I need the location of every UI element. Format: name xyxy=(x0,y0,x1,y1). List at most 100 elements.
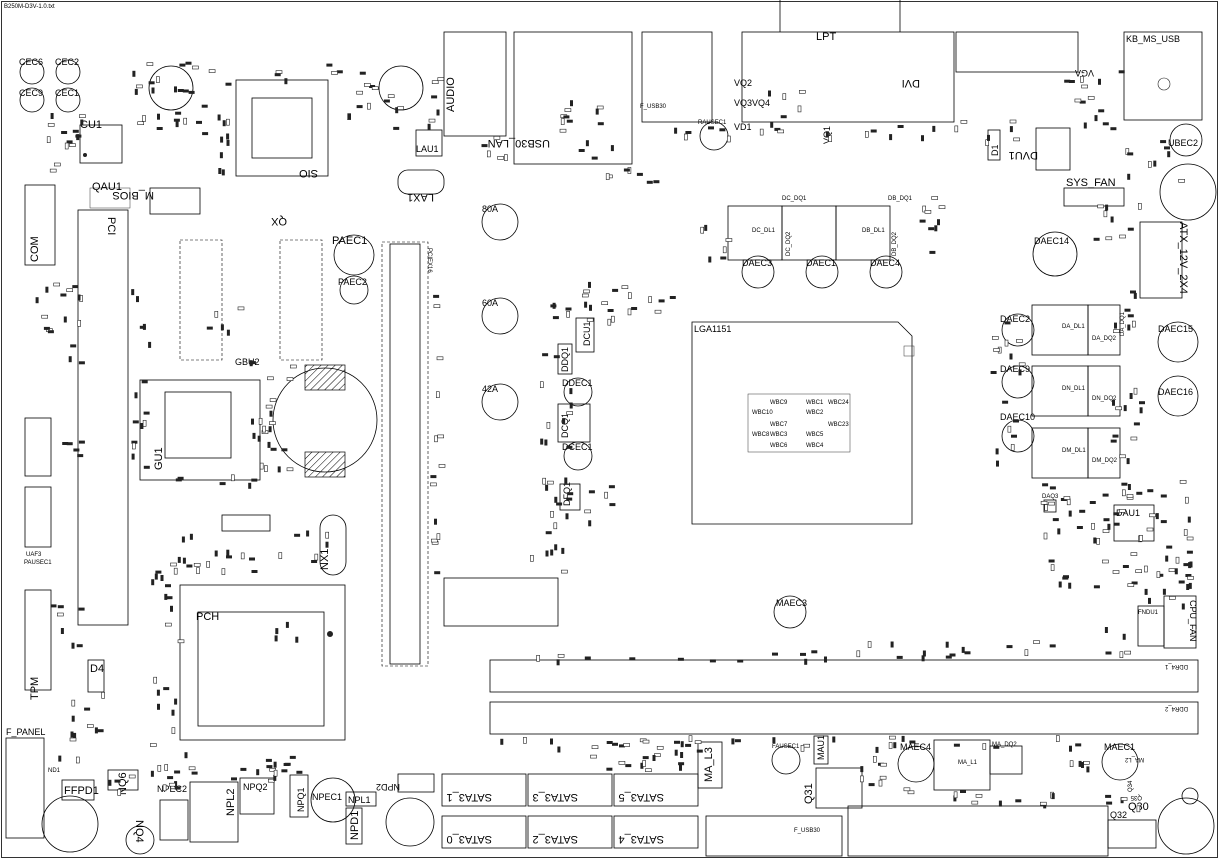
label-cec6: CEC6 xyxy=(19,57,43,67)
label-qx: QX xyxy=(270,215,287,227)
smd-footprint xyxy=(1093,585,1100,589)
smd-footprint xyxy=(157,703,160,710)
label-da-dl1: DA_DL1 xyxy=(1062,324,1085,330)
smd-footprint xyxy=(1178,580,1185,584)
paec-caps: PAEC1 PAEC2 xyxy=(332,234,375,305)
label-wbc2: WBC2 xyxy=(806,410,824,416)
smd-footprint xyxy=(359,71,366,75)
smd-footprint xyxy=(1148,161,1152,168)
smd-footprint xyxy=(878,779,883,787)
smd-footprint xyxy=(585,140,589,147)
smd-footprint xyxy=(1076,526,1083,529)
smd-footprint xyxy=(141,380,148,384)
smd-footprint xyxy=(1114,322,1117,329)
smd-footprint xyxy=(1119,651,1124,659)
smd-footprint xyxy=(901,735,905,742)
smd-footprint xyxy=(262,425,266,433)
smd-footprint xyxy=(285,621,289,628)
mbios-chip: M_BIOS xyxy=(112,187,201,215)
smd-footprint xyxy=(157,764,162,772)
smd-footprint xyxy=(1127,583,1135,587)
smd-footprint xyxy=(530,554,534,562)
smd-footprint xyxy=(1079,509,1086,513)
smd-footprint xyxy=(208,69,216,73)
label-dc-dl1: DC_DL1 xyxy=(752,228,776,234)
smd-footprint xyxy=(1169,596,1176,600)
label-ma-l1: MA_L1 xyxy=(958,760,978,766)
smd-footprint xyxy=(69,143,76,147)
vrm-right: DAEC14 DAEC2 DAEC15 DA_DL1 DA_DQ2 DA_DQ1… xyxy=(1000,231,1199,649)
label-daec10: DAEC10 xyxy=(1000,412,1035,422)
smd-footprint xyxy=(1011,434,1017,438)
smd-footprint xyxy=(924,210,932,214)
smd-footprint xyxy=(922,650,926,657)
smd-footprint xyxy=(275,628,279,635)
smd-footprint xyxy=(1042,483,1049,487)
vga-kb-connector: VGA KB_MS_USB xyxy=(955,31,1203,121)
smd-footprint xyxy=(1127,227,1134,231)
smd-footprint xyxy=(60,293,67,297)
smd-footprint xyxy=(219,152,223,159)
smd-footprint xyxy=(680,741,684,748)
label-atx: ATX_12V_2X4 xyxy=(1177,222,1189,294)
label-42a: 42A xyxy=(482,384,498,394)
smd-footprint xyxy=(768,90,771,97)
smd-footprint xyxy=(685,743,692,747)
label-dfq1: DFQ1 xyxy=(562,482,572,506)
smd-footprint xyxy=(220,136,224,143)
smd-footprint xyxy=(134,88,138,95)
smd-footprint xyxy=(1107,523,1111,530)
smd-footprint xyxy=(607,318,612,326)
usb30-lan-connector: USB30_LAN xyxy=(488,31,633,165)
label-mau1: MAU1 xyxy=(816,735,826,760)
smd-footprint xyxy=(677,657,684,661)
smd-footprint xyxy=(547,480,554,485)
smd-footprint xyxy=(774,127,781,131)
smd-footprint xyxy=(559,128,567,133)
smd-footprint xyxy=(151,579,155,586)
smd-footprint xyxy=(561,569,568,574)
smd-footprint xyxy=(43,326,50,330)
smd-footprint xyxy=(132,420,139,424)
smd-footprint xyxy=(363,83,371,87)
pch-chip: PCH xyxy=(179,584,346,741)
label-dn-dq2: DN_DQ2 xyxy=(1092,396,1117,402)
smd-footprint xyxy=(1174,568,1178,575)
label-q32: Q32 xyxy=(1110,810,1127,820)
smd-footprint xyxy=(1168,568,1176,573)
smd-footprint xyxy=(286,467,294,472)
smd-footprint xyxy=(325,541,329,548)
label-usb30-lan: USB30_LAN xyxy=(488,137,550,149)
smd-footprint xyxy=(331,71,338,75)
smd-footprint xyxy=(889,134,893,141)
smd-footprint xyxy=(493,136,501,140)
smd-footprint xyxy=(1178,179,1185,183)
smd-footprint xyxy=(226,549,230,556)
mounting-hole-1 xyxy=(148,65,194,111)
smd-footprint xyxy=(77,454,84,458)
label-wbc10: WBC10 xyxy=(752,410,773,416)
ddr4-slot-2: DDR4_2 xyxy=(489,701,1199,735)
smd-footprint xyxy=(565,513,569,520)
smd-footprint xyxy=(1122,489,1126,497)
smd-footprint xyxy=(1165,555,1169,562)
label-wbc5: WBC5 xyxy=(806,432,824,438)
smd-footprint xyxy=(221,169,225,176)
smd-footprint xyxy=(734,739,741,743)
smd-footprint xyxy=(252,432,256,439)
label-daq3: DAQ3 xyxy=(1042,494,1059,500)
smd-footprint xyxy=(803,743,811,748)
smd-footprint xyxy=(486,150,491,158)
vq-labels: VQ2 VQ3 VQ4 VD1 VQ1 D1 DVU1 xyxy=(734,78,1071,171)
smd-footprint xyxy=(1104,627,1108,633)
label-80a: 80A xyxy=(482,204,498,214)
smd-footprint xyxy=(193,562,201,567)
smd-footprint xyxy=(674,749,678,756)
smd-footprint xyxy=(646,180,653,184)
smd-footprint xyxy=(953,791,958,799)
label-cec1: CEC1 xyxy=(55,88,79,98)
ddr4-slot-1: DDR4_1 xyxy=(489,659,1199,693)
smd-footprint xyxy=(1189,561,1193,568)
smd-footprint xyxy=(938,205,946,209)
smd-footprint xyxy=(1187,576,1194,580)
